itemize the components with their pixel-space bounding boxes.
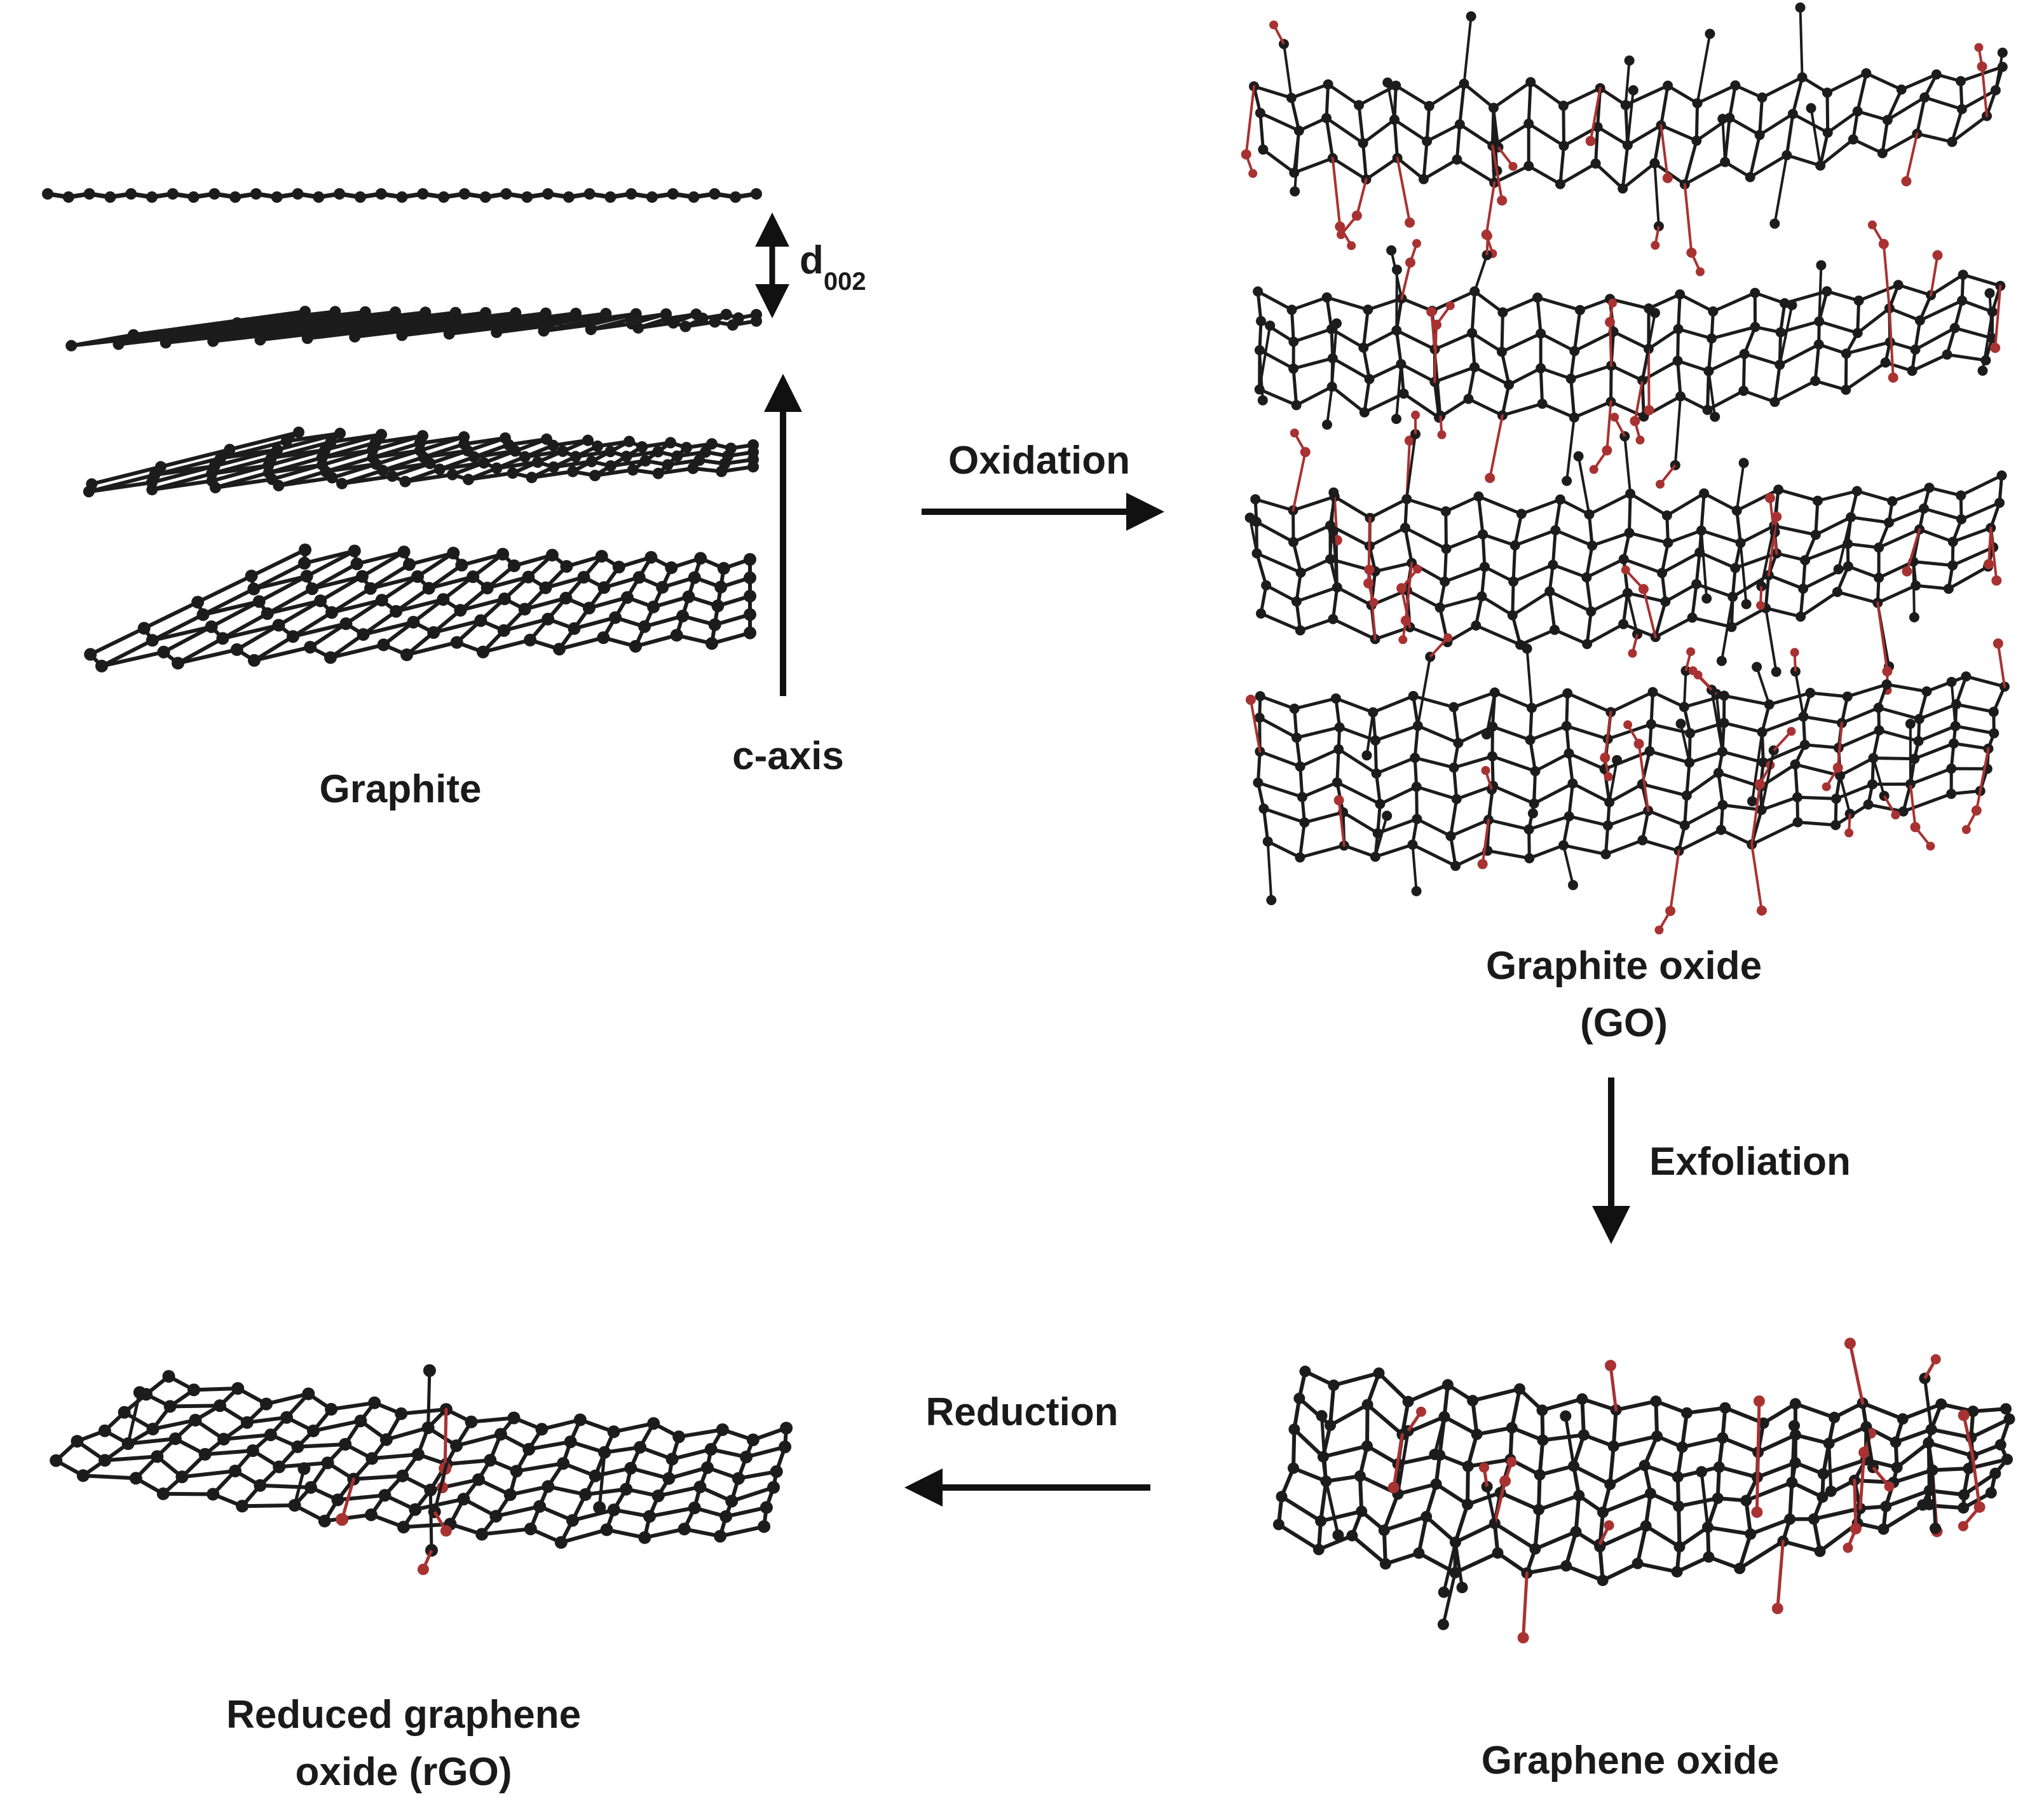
- graphite-sheet-4: [84, 544, 756, 673]
- graphite-oxide-sheet-3: [1244, 410, 2007, 695]
- exfoliation-label: Exfoliation: [1649, 1140, 1851, 1184]
- oxidation-label: Oxidation: [948, 439, 1130, 482]
- oxidation-arrow: Oxidation: [922, 439, 1164, 531]
- molecular-structures: [42, 2, 2015, 1644]
- graphite-oxide-sheet-1: [1241, 2, 2008, 277]
- d002-spacing-marker: d002: [755, 212, 866, 318]
- graphite-oxide-abbrev: (GO): [1580, 1001, 1668, 1045]
- rgo-label-line2: oxide (rGO): [295, 1750, 512, 1794]
- graphite-oxide-sheet-2: [1253, 220, 2006, 489]
- graphite-sheet-1: [42, 188, 762, 203]
- graphite-sheet-2: [65, 306, 762, 352]
- rgo-label-line1: Reduced graphene: [226, 1693, 581, 1737]
- exfoliation-arrow: Exfoliation: [1592, 1077, 1851, 1244]
- reduction-arrow: Reduction: [904, 1390, 1150, 1507]
- graphene-oxide-label: Graphene oxide: [1482, 1739, 1780, 1782]
- d002-label: d002: [800, 238, 866, 296]
- graphite-label: Graphite: [320, 767, 482, 811]
- graphite-oxide-label: Graphite oxide: [1486, 944, 1762, 988]
- c-axis-marker: c-axis: [732, 374, 844, 778]
- graphite-sheet-3: [83, 427, 759, 498]
- graphene-oxide-sheet: [1272, 1337, 2015, 1644]
- graphite-oxide-sheet-4: [1245, 633, 2010, 934]
- reduction-label: Reduction: [925, 1390, 1118, 1434]
- rgo-sheet: [50, 1364, 793, 1575]
- c-axis-label: c-axis: [732, 734, 844, 778]
